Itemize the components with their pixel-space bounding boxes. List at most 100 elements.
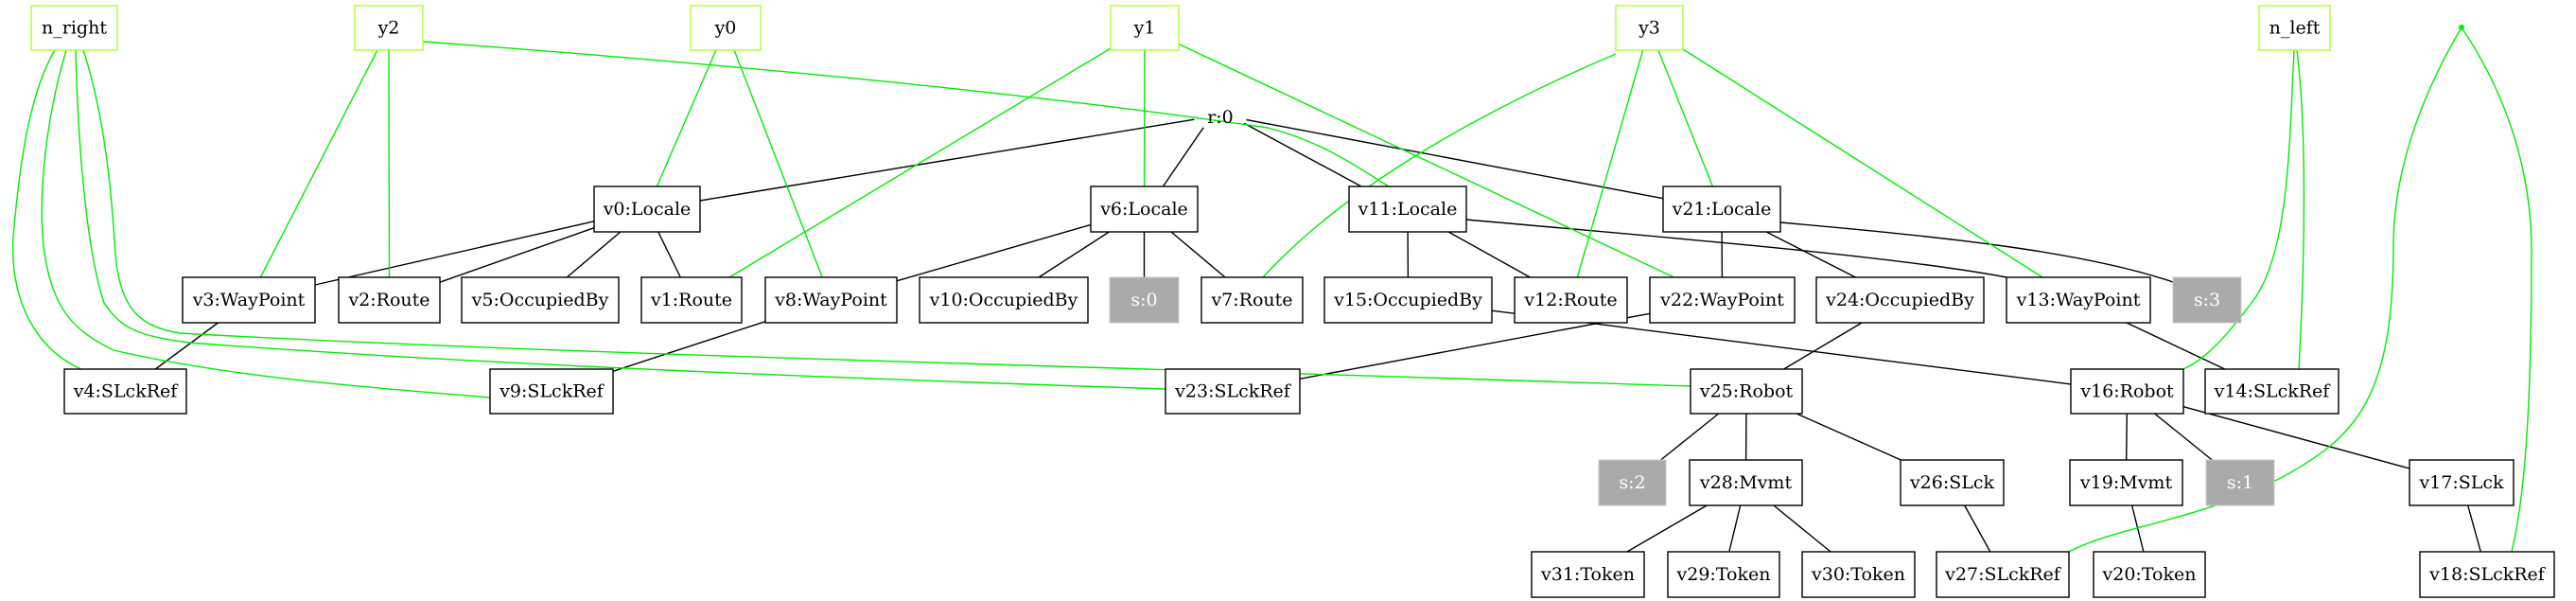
node-v25[interactable]: v25:Robot [1690,368,1803,415]
node-box [1110,5,1180,51]
node-v0[interactable]: v0:Locale [593,186,701,233]
node-label: v6:Locale [1099,199,1188,220]
structure-edge-r0-v6 [1162,127,1204,187]
node-v10[interactable]: v10:OccupiedBy [919,276,1089,324]
node-s0[interactable]: s:0 [1109,276,1180,324]
structure-edge-v16-v17 [2182,406,2410,469]
node-box [354,5,424,51]
node-box [2258,5,2331,51]
node-v23[interactable]: v23:SLckRef [1165,368,1301,415]
node-pt[interactable] [2459,25,2464,30]
node-v28[interactable]: v28:Mvmt [1689,459,1803,506]
mapping-edge-n_left-v14 [2296,49,2305,370]
node-v30[interactable]: v30:Token [1801,551,1916,598]
node-s2[interactable]: s:2 [1598,459,1667,506]
node-y1[interactable]: y1 [1110,5,1180,51]
node-box [1615,5,1684,51]
node-v7[interactable]: v7:Route [1200,276,1304,324]
node-label: v7:Route [1210,290,1292,310]
node-n_left[interactable]: n_left [2258,5,2331,51]
structure-edge-v8-v9 [612,321,766,372]
node-s1[interactable]: s:1 [2205,459,2275,506]
node-r0[interactable]: r:0 [1207,107,1234,128]
node-label: v9:SLckRef [499,381,605,402]
node-box [2204,368,2339,415]
node-label: v2:Route [347,290,429,310]
node-v18[interactable]: v18:SLckRef [2419,551,2555,598]
node-box [461,276,620,324]
node-n_right[interactable]: n_right [30,5,118,51]
structure-edge-v0-v3 [314,221,595,286]
node-v14[interactable]: v14:SLckRef [2204,368,2339,415]
node-label: v4:SLckRef [73,381,180,402]
node-v17[interactable]: v17:SLck [2409,459,2515,506]
node-v21[interactable]: v21:Locale [1662,186,1781,233]
node-y2[interactable]: y2 [354,5,424,51]
node-v24[interactable]: v24:OccupiedBy [1815,276,1985,324]
node-v6[interactable]: v6:Locale [1090,186,1199,233]
mapping-edge-y2-v11 [422,41,1390,187]
node-box [2006,276,2151,324]
node-label: v21:Locale [1672,199,1772,220]
structure-edge-v21-s3 [1779,221,2174,283]
node-label: v12:Route [1523,290,1617,310]
structure-edge-v28-v29 [1728,504,1742,553]
node-box [2093,551,2206,598]
node-label: v29:Token [1676,564,1771,585]
node-v26[interactable]: v26:SLck [1900,459,2005,506]
node-v5[interactable]: v5:OccupiedBy [461,276,620,324]
node-v19[interactable]: v19:Mvmt [2069,459,2183,506]
node-v4[interactable]: v4:SLckRef [63,368,187,415]
node-v1[interactable]: v1:Route [640,276,743,324]
mapping-edge-y1-v1 [728,47,1112,278]
node-v3[interactable]: v3:WayPoint [182,276,316,324]
node-v9[interactable]: v9:SLckRef [489,368,614,415]
node-label: s:1 [2227,472,2253,493]
node-label: v19:Mvmt [2079,472,2173,493]
node-v22[interactable]: v22:WayPoint [1649,276,1796,324]
node-box [690,5,762,51]
node-label: s:3 [2194,290,2220,310]
node-v12[interactable]: v12:Route [1514,276,1628,324]
node-v8[interactable]: v8:WayPoint [764,276,898,324]
node-label: s:0 [1130,290,1157,310]
node-s3[interactable]: s:3 [2172,276,2242,324]
node-box [919,276,1089,324]
node-label: v16:Robot [2079,381,2174,402]
node-v20[interactable]: v20:Token [2093,551,2206,598]
node-label: s:2 [1619,472,1645,493]
node-box [2205,459,2275,506]
node-box [30,5,118,51]
node-box [2069,459,2183,506]
node-box [338,276,441,324]
node-box [182,276,316,324]
node-v16[interactable]: v16:Robot [2070,368,2184,415]
node-box [1514,276,1628,324]
node-box [1936,551,2070,598]
node-v2[interactable]: v2:Route [338,276,441,324]
structure-edge-v28-v31 [1626,504,1708,553]
structure-edge-v28-v30 [1773,504,1831,553]
node-label: v17:SLck [2418,472,2504,493]
structure-edge-v6-v10 [1038,231,1110,278]
mapping-edge-y3-v12 [1576,49,1644,278]
node-label: y0 [714,18,737,39]
node-box [1690,368,1803,415]
node-v31[interactable]: v31:Token [1531,551,1645,598]
node-box [1165,368,1301,415]
node-v27[interactable]: v27:SLckRef [1936,551,2070,598]
node-v13[interactable]: v13:WayPoint [2006,276,2151,324]
node-v29[interactable]: v29:Token [1667,551,1780,598]
node-label: v18:SLckRef [2428,564,2547,585]
node-label: v24:OccupiedBy [1825,290,1974,310]
structure-edge-v13-v14 [2126,322,2225,370]
node-v15[interactable]: v15:OccupiedBy [1323,276,1493,324]
node-y3[interactable]: y3 [1615,5,1684,51]
structure-edge-v11-v13 [1465,219,2007,278]
node-y0[interactable]: y0 [690,5,762,51]
node-box [1531,551,1645,598]
node-v11[interactable]: v11:Locale [1348,186,1467,233]
node-label: v27:SLckRef [1944,564,2062,585]
node-label: v10:OccupiedBy [929,290,1078,310]
